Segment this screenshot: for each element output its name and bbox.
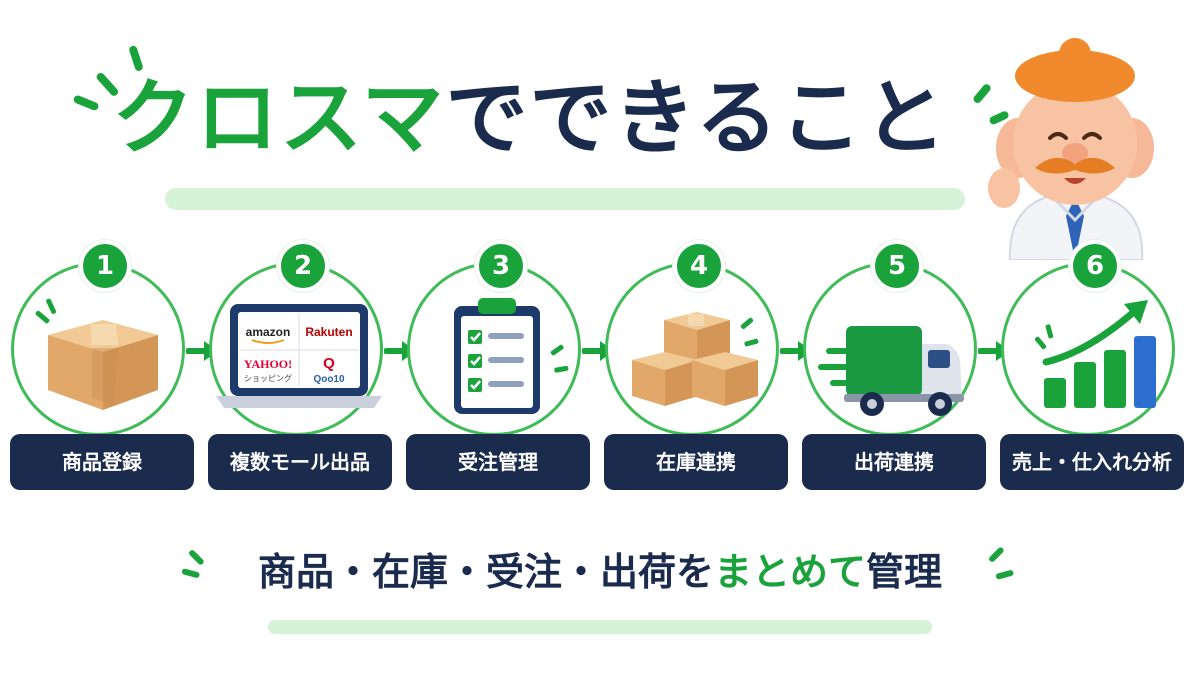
step-4: 4 在庫連携: [602, 240, 788, 500]
step-label: 売上・仕入れ分析: [1000, 434, 1184, 490]
title-brand: クロスマ: [112, 71, 446, 166]
step-number-badge: 5: [871, 240, 923, 292]
step-5: 5 出荷連携: [800, 240, 986, 500]
subtitle-part1: 商品・在庫・受注・出荷を: [257, 550, 714, 594]
step-number-badge: 4: [673, 240, 725, 292]
step-label: 複数モール出品: [208, 434, 392, 490]
step-label: 商品登録: [10, 434, 194, 490]
delivery-truck-icon: [818, 326, 964, 416]
page-title: クロスマでできること: [112, 78, 948, 160]
title-rest: でできること: [445, 71, 948, 166]
marketplace-rakuten: Rakuten: [305, 325, 352, 339]
subtitle-highlight: まとめて: [713, 550, 866, 594]
step-label: 受注管理: [406, 434, 590, 490]
subtitle-underline: [268, 620, 932, 634]
step-1: 1 商品登録: [8, 240, 194, 500]
step-number-badge: 1: [79, 240, 131, 292]
laptop-marketplaces-icon: amazon Rakuten YAHOO! ショッピング Q Qoo10: [216, 304, 382, 408]
marketplace-qoo10: Qoo10: [313, 374, 345, 385]
title-area: クロスマでできること: [0, 60, 1200, 200]
step-number-badge: 2: [277, 240, 329, 292]
stacked-boxes-icon: [632, 312, 759, 406]
clipboard-checklist-icon: [454, 298, 569, 414]
marketplace-yahoo-shopping: ショッピング: [244, 373, 292, 383]
title-underline: [165, 188, 965, 210]
subtitle-part3: 管理: [866, 550, 943, 594]
step-label: 在庫連携: [604, 434, 788, 490]
step-2: 2 amazon Rakuten YAHOO! ショッピング Q Qoo10 複…: [206, 240, 392, 500]
step-3: 3 受注管理: [404, 240, 590, 500]
step-6: 6 売上・仕入れ分析: [998, 240, 1184, 500]
marketplace-qoo10-mark: Q: [323, 355, 335, 372]
subtitle: 商品・在庫・受注・出荷をまとめて管理: [0, 553, 1200, 591]
marketplace-yahoo: YAHOO!: [244, 357, 292, 371]
step-number-badge: 6: [1069, 240, 1121, 292]
marketplace-amazon: amazon: [246, 325, 291, 339]
growth-chart-icon: [1034, 300, 1156, 408]
step-label: 出荷連携: [802, 434, 986, 490]
mascot-character-icon: [988, 38, 1154, 260]
step-number-badge: 3: [475, 240, 527, 292]
cardboard-box-icon: [35, 298, 158, 410]
